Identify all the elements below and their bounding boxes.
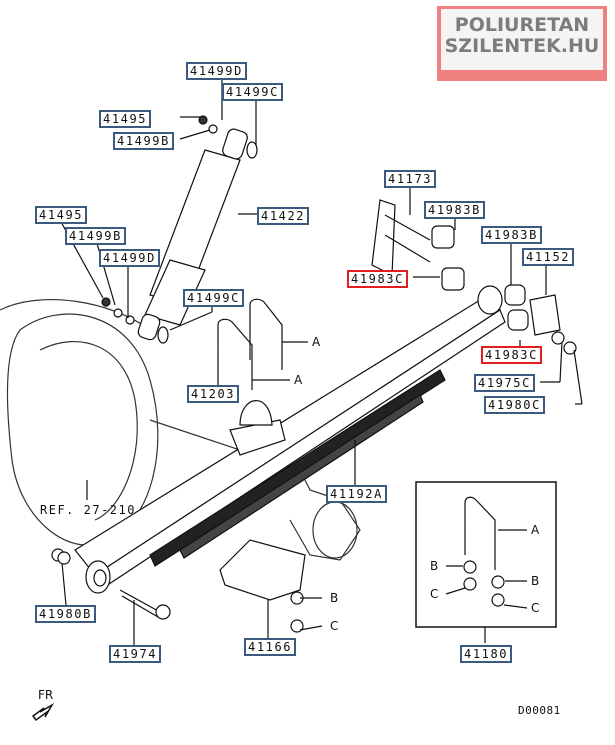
shackle-bolts [371,199,465,291]
part-label-41980B[interactable]: 41980B [35,605,96,623]
shock-absorber [101,115,258,344]
rear-bolt [51,548,171,620]
callout-letter-c: C [531,601,540,615]
leader-lines [59,75,583,645]
callout-letter-a: A [294,373,303,387]
part-label-41983B[interactable]: 41983B [481,226,542,244]
reference-note: REF. 27-210 [40,503,136,517]
logo-text: POLIURETAN SZILENTEK.HU [441,9,603,70]
part-label-41983C-highlighted[interactable]: 41983C [481,346,542,364]
part-label-41974[interactable]: 41974 [109,645,162,663]
callout-letter-b: B [531,574,540,588]
part-label-41422[interactable]: 41422 [257,207,310,225]
diagram-code: D00081 [518,704,561,717]
part-label-41173[interactable]: 41173 [384,170,437,188]
bump-stop [229,400,286,456]
callout-letter-b: B [330,591,339,605]
part-label-41983C-highlighted[interactable]: 41983C [347,270,408,288]
front-direction-arrow-icon [31,702,55,722]
callout-letter-c: C [430,587,439,601]
nuts [290,331,577,633]
part-label-41499D[interactable]: 41499D [186,62,247,80]
callout-letter-a: A [312,335,321,349]
part-label-41499B[interactable]: 41499B [113,132,174,150]
logo-line-1: POLIURETAN [454,14,590,36]
part-label-41499D[interactable]: 41499D [99,249,160,267]
leaf-spring [74,284,561,594]
part-label-41180[interactable]: 41180 [460,645,513,663]
part-label-41980C[interactable]: 41980C [484,396,545,414]
part-label-41499B[interactable]: 41499B [65,227,126,245]
part-label-41975C[interactable]: 41975C [474,374,535,392]
part-label-41495[interactable]: 41495 [35,206,88,224]
part-label-41203[interactable]: 41203 [187,385,240,403]
callout-letter-a: A [531,523,540,537]
part-label-41192A[interactable]: 41192A [326,485,387,503]
site-logo[interactable]: POLIURETAN SZILENTEK.HU [437,6,607,81]
u-bolts [217,298,283,390]
callout-letter-b: B [430,559,439,573]
spring-plate [219,539,306,601]
callout-letter-c: C [330,619,339,633]
part-label-41499C[interactable]: 41499C [222,83,283,101]
part-label-41499C[interactable]: 41499C [183,289,244,307]
part-label-41495[interactable]: 41495 [99,110,152,128]
logo-line-2: SZILENTEK.HU [444,35,600,57]
kit-inset-box [415,481,557,643]
front-direction-label: FR [38,688,54,702]
part-label-41152[interactable]: 41152 [522,248,575,266]
part-label-41983B[interactable]: 41983B [424,201,485,219]
part-label-41166[interactable]: 41166 [244,638,297,656]
